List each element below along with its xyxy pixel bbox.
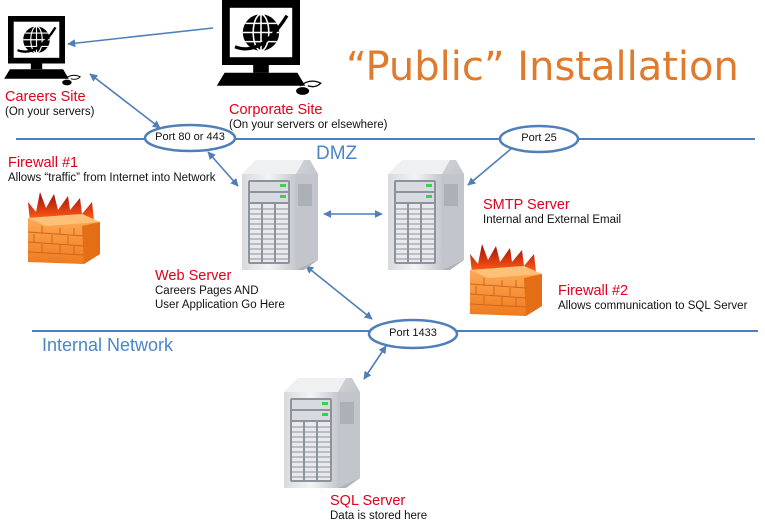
dmz-zone-label: DMZ [316,143,358,164]
port-80-443-label: Port 80 or 443 [155,131,225,143]
smtp-server-name: SMTP Server [483,197,570,213]
port-1433-ellipse [367,318,459,350]
corporate-site-name: Corporate Site [229,102,323,118]
careers-site-name: Careers Site [5,89,86,105]
firewall-1-desc: Allows “traffic” from Internet into Netw… [8,172,216,184]
smtp-server-node: SMTP Server Internal and External Email [483,197,621,227]
connector-careers-to-port80 [89,73,161,129]
smtp-server-desc: Internal and External Email [483,214,622,226]
careers-site-node: Careers Site (On your servers) [5,89,94,119]
corporate-site-desc: (On your servers or elsewhere) [229,119,388,131]
connector-port25-to-smtp [467,147,513,186]
careers-site-desc: (On your servers) [5,106,95,118]
sql-server-icon [283,377,361,489]
internal-network-zone-label: Internal Network [42,335,174,355]
connector-corporate-to-careers [67,27,214,48]
sql-server-desc: Data is stored here [330,510,428,522]
connector-web-to-port1433 [305,265,373,320]
port-25-ellipse [498,124,580,154]
firewall-2-desc: Allows communication to SQL Server [558,300,748,312]
connector-port80-to-web [207,151,239,187]
web-server-desc-line-2: User Application Go Here [155,299,285,311]
diagram-title: “Public” Installation [346,44,739,90]
careers-computer-icon [3,14,82,87]
port-80-443-ellipse [143,123,237,153]
sql-server-node: SQL Server Data is stored here [330,493,427,523]
port-25-label: Port 25 [521,132,557,144]
firewall-2-node: Firewall #2 Allows communication to SQL … [558,283,747,313]
web-server-icon [241,159,319,271]
firewall-2-name: Firewall #2 [558,283,629,299]
port-1433-label: Port 1433 [389,327,437,339]
connector-port1433-to-sql [363,345,387,380]
sql-server-name: SQL Server [330,493,406,509]
firewall-2-icon [469,243,543,317]
web-server-name: Web Server [155,268,232,284]
firewall-1-icon [27,191,101,265]
firewall-1-node: Firewall #1 Allows “traffic” from Intern… [8,155,216,185]
corporate-computer-icon [215,0,323,97]
firewall-1-name: Firewall #1 [8,155,79,171]
corporate-site-node: Corporate Site (On your servers or elsew… [229,102,388,132]
web-server-node: Web Server Careers Pages AND User Applic… [155,268,285,312]
web-server-desc-line-1: Careers Pages AND [155,285,259,297]
smtp-server-icon [387,159,465,271]
